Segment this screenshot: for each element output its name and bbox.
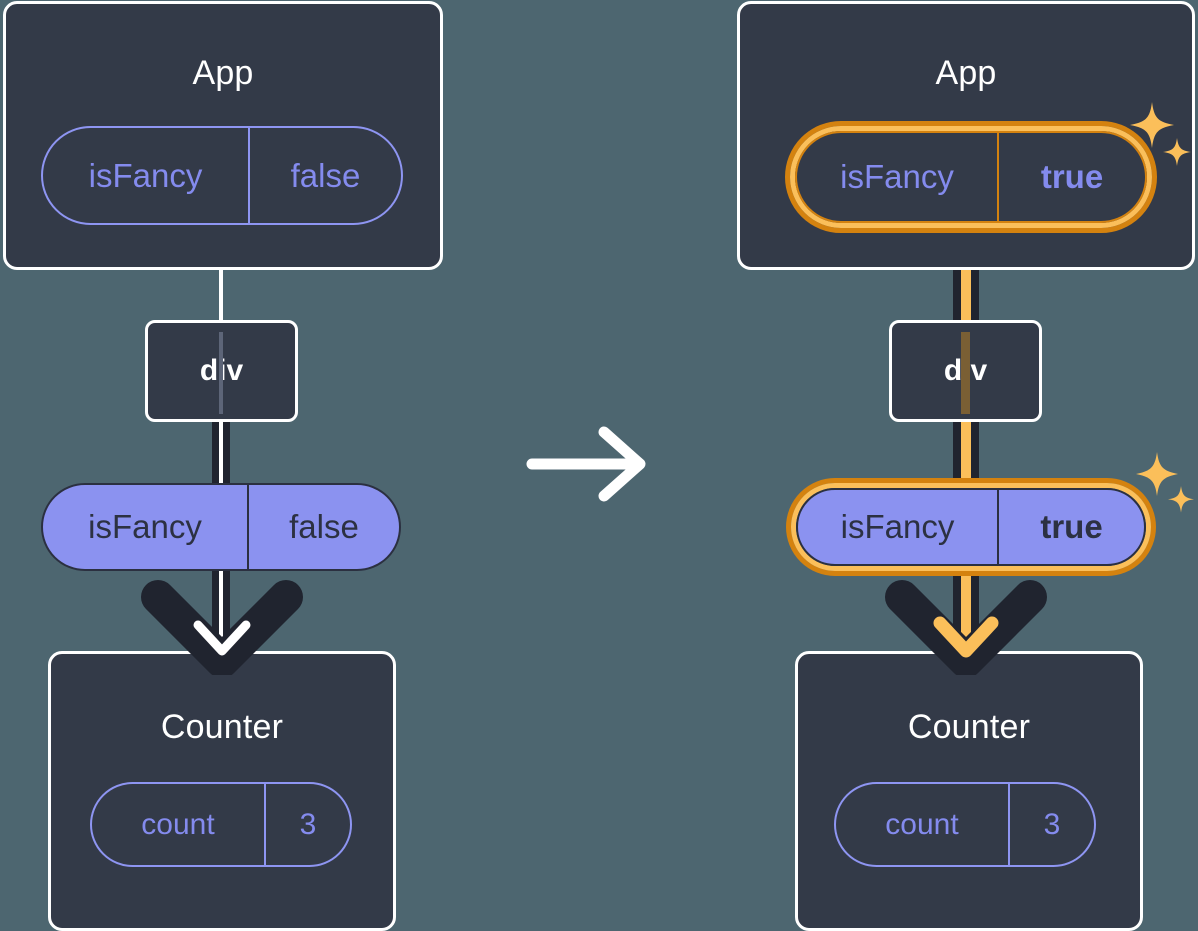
- state-pill-counter-after: count 3: [834, 782, 1096, 867]
- node-app-title-before: App: [192, 54, 254, 92]
- state-pill-app-after: isFancy true: [795, 131, 1147, 223]
- node-counter-title-before: Counter: [160, 708, 284, 746]
- state-pill-key-counter-before: count: [141, 807, 215, 841]
- edge-app-to-div-before: [219, 268, 223, 322]
- state-pill-value-counter-before: 3: [264, 784, 350, 865]
- prop-pill-before: isFancy false: [41, 483, 401, 571]
- state-pill-value-app-after: true: [997, 133, 1145, 221]
- edge-inside-div-after: [961, 332, 970, 414]
- edge-inside-div-before: [219, 332, 223, 414]
- edge-app-to-div-after: [961, 222, 971, 324]
- prop-pill-value-before: false: [247, 485, 399, 569]
- node-app-title-after: App: [935, 54, 997, 92]
- state-pill-key-app-before: isFancy: [88, 156, 203, 194]
- sparkle-icon-prop-after: [1132, 448, 1198, 530]
- prop-pill-key-after: isFancy: [840, 508, 955, 545]
- node-counter-title-after: Counter: [907, 708, 1031, 746]
- state-pill-value-app-before: false: [248, 128, 401, 223]
- edge-prop-to-counter-after: [961, 560, 971, 660]
- prop-pill-after: isFancy true: [796, 488, 1146, 566]
- state-pill-counter-before: count 3: [90, 782, 352, 867]
- edge-div-to-prop-after: [961, 420, 971, 486]
- edge-div-to-prop-before: [219, 420, 223, 486]
- prop-pill-key-before: isFancy: [88, 508, 202, 545]
- arrow-right-icon: [526, 424, 652, 504]
- sparkle-icon-app-after: [1124, 98, 1196, 184]
- arrowhead-to-counter-after: [884, 575, 1048, 678]
- state-pill-key-app-after: isFancy: [840, 158, 954, 195]
- arrowhead-to-counter-before: [140, 575, 304, 678]
- prop-pill-value-after: true: [997, 490, 1144, 564]
- edge-prop-to-counter-before: [219, 560, 223, 660]
- state-pill-key-counter-after: count: [885, 807, 959, 841]
- state-pill-value-counter-after: 3: [1008, 784, 1094, 865]
- state-pill-app-before: isFancy false: [41, 126, 403, 225]
